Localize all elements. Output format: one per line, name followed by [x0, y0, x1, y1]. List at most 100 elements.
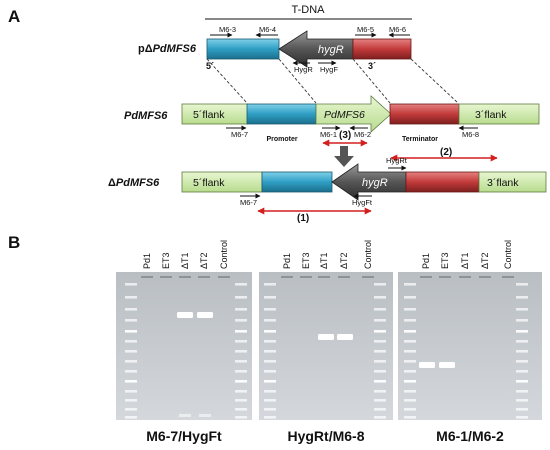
gel-well	[362, 276, 374, 278]
ladder-band	[404, 390, 416, 393]
ladder-band	[125, 330, 137, 333]
ladder-band	[374, 399, 386, 402]
ladder-band	[516, 340, 528, 343]
primer-m66-label: M6-6	[389, 25, 406, 34]
plasmid-five-prime: 5´	[206, 61, 214, 71]
primer-m67b-label: M6-7	[240, 198, 257, 207]
ladder-band	[404, 399, 416, 402]
gel-background	[116, 272, 252, 420]
gel-background	[259, 272, 393, 420]
lane-label: ΔT1	[180, 252, 190, 269]
wt-terminator	[389, 103, 460, 125]
gel-caption: HygRt/M6-8	[287, 428, 364, 444]
ladder-band	[516, 370, 528, 373]
pcr-band	[337, 334, 353, 340]
ladder-band	[374, 390, 386, 393]
ladder-band	[516, 408, 528, 411]
ladder-band	[125, 283, 137, 286]
gel-well	[439, 276, 451, 278]
pcr-band	[197, 312, 213, 318]
ladder-band	[374, 408, 386, 411]
wt-flank5-label: 5´flank	[193, 109, 225, 121]
wt-flank3-label: 3´flank	[475, 109, 507, 121]
ladder-band	[516, 330, 528, 333]
mutant-construct: ΔPdMFS6 5´flank hygR 3´flank HygRt HygFt…	[108, 156, 547, 207]
ladder-band	[516, 296, 528, 299]
plasmid-construct: pΔPdMFS6 hygR 5´ 3´ M6-3 M6-4 M6-5 M6-6 …	[138, 25, 412, 74]
ladder-band	[235, 308, 247, 311]
ladder-band	[264, 350, 276, 353]
ladder-band	[516, 319, 528, 322]
ladder-band	[235, 350, 247, 353]
ladder-band	[235, 319, 247, 322]
lane-label: Pd1	[142, 253, 152, 269]
ladder-band	[374, 330, 386, 333]
primer-hygf-label: HygF	[320, 65, 338, 74]
pcr-band	[419, 362, 435, 368]
ladder-band	[404, 308, 416, 311]
ladder-band	[235, 380, 247, 383]
ladder-band	[235, 296, 247, 299]
mut-terminator	[405, 171, 480, 193]
ladder-band	[125, 416, 137, 419]
ladder-band	[264, 319, 276, 322]
ladder-band	[516, 360, 528, 363]
ladder-band	[125, 319, 137, 322]
wt-cds-label: PdMFS6	[324, 109, 365, 121]
primer-m64-label: M6-4	[259, 25, 276, 34]
ladder-band	[264, 340, 276, 343]
ladder-band	[125, 350, 137, 353]
ladder-band	[264, 330, 276, 333]
lane-label: ET3	[440, 252, 450, 269]
ladder-band	[125, 370, 137, 373]
ladder-band	[374, 283, 386, 286]
ladder-band	[235, 360, 247, 363]
wt-cds-arrow	[315, 95, 392, 133]
ladder-band	[264, 390, 276, 393]
mut-flank3	[478, 171, 547, 193]
homology-lines	[206, 58, 459, 104]
ladder-band	[374, 308, 386, 311]
wildtype-construct: PdMFS6 5´flank PdMFS6 3´flank Promoter T…	[124, 95, 540, 147]
gel-caption: M6-7/HygFt	[146, 428, 222, 444]
lane-label: ET3	[161, 252, 171, 269]
replacement-arrow	[334, 146, 354, 167]
wt-flank3	[458, 103, 540, 125]
primer-m62-label: M6-2	[354, 130, 371, 139]
gel-well	[141, 276, 153, 278]
ladder-band	[264, 408, 276, 411]
pcr-product-3-label: (3)	[339, 130, 351, 141]
plasmid-name: pΔPdMFS6	[138, 43, 197, 55]
lane-label: Control	[363, 240, 373, 269]
pcr-band	[318, 334, 334, 340]
mutant-name: ΔPdMFS6	[108, 177, 160, 189]
gel-well	[479, 276, 491, 278]
ladder-band	[264, 416, 276, 419]
ladder-band	[125, 380, 137, 383]
ladder-band	[404, 380, 416, 383]
lane-label: ET3	[301, 252, 311, 269]
ladder-band	[374, 370, 386, 373]
ladder-band	[516, 283, 528, 286]
mut-promoter	[261, 171, 333, 193]
ladder-band	[125, 408, 137, 411]
gel-well	[218, 276, 230, 278]
lane-label: ΔT2	[199, 252, 209, 269]
ladder-band	[404, 283, 416, 286]
ladder-band	[264, 399, 276, 402]
ladder-band	[264, 296, 276, 299]
gel-well	[502, 276, 514, 278]
tdna-label: T-DNA	[292, 4, 326, 16]
ladder-band	[404, 350, 416, 353]
pcr-band	[177, 312, 193, 318]
ladder-band	[125, 340, 137, 343]
gel-background	[398, 272, 542, 420]
wt-promoter-label: Promoter	[266, 136, 297, 143]
primer-m63-label: M6-3	[219, 25, 236, 34]
panel-a-label: A	[8, 7, 20, 26]
primer-m61-label: M6-1	[320, 130, 337, 139]
ladder-band	[516, 308, 528, 311]
ladder-band	[404, 416, 416, 419]
